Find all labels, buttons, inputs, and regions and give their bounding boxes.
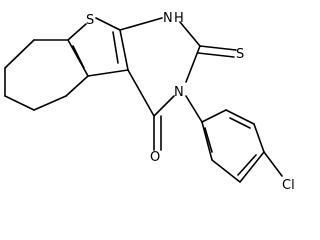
chlorine-label: Cl <box>282 178 295 193</box>
bond <box>197 52 235 58</box>
bond <box>225 109 255 125</box>
bond <box>204 127 213 153</box>
bond <box>185 45 201 83</box>
bond <box>199 45 237 51</box>
nh-hydrogen-label: H <box>174 11 184 26</box>
pyrimidine-ring <box>119 17 201 117</box>
bond <box>179 21 201 47</box>
bond <box>4 39 35 69</box>
bond <box>239 151 265 183</box>
bond <box>119 17 163 31</box>
bond <box>185 95 203 123</box>
bond <box>119 29 129 71</box>
bond <box>229 117 251 129</box>
bond <box>263 151 283 177</box>
bond <box>72 45 85 69</box>
bond <box>65 75 89 97</box>
oxygen-label: O <box>150 150 160 165</box>
bond <box>201 109 227 123</box>
bond <box>127 69 155 117</box>
bond <box>153 95 175 117</box>
thiophene-ring <box>65 17 129 97</box>
bond <box>201 121 213 161</box>
bond <box>67 39 89 77</box>
chlorophenyl-ring <box>185 95 283 183</box>
chemical-structure-diagram: S H N S N O Cl <box>4 11 295 193</box>
bond <box>4 95 35 111</box>
bond <box>67 23 87 41</box>
bond <box>211 159 241 183</box>
sulfur-thione-label: S <box>236 47 244 62</box>
bond <box>237 154 257 176</box>
bond <box>112 31 119 64</box>
sulfur-ring-label: S <box>86 13 94 28</box>
bond <box>95 17 121 31</box>
cyclohexene-ring <box>4 39 69 111</box>
bond <box>87 69 129 77</box>
bond <box>253 123 265 153</box>
carbonyl-group <box>153 115 162 151</box>
nitrogen-1-label: N <box>163 11 173 26</box>
nitrogen-3-label: N <box>174 85 184 100</box>
bond <box>33 95 67 111</box>
thione-group <box>197 45 237 58</box>
